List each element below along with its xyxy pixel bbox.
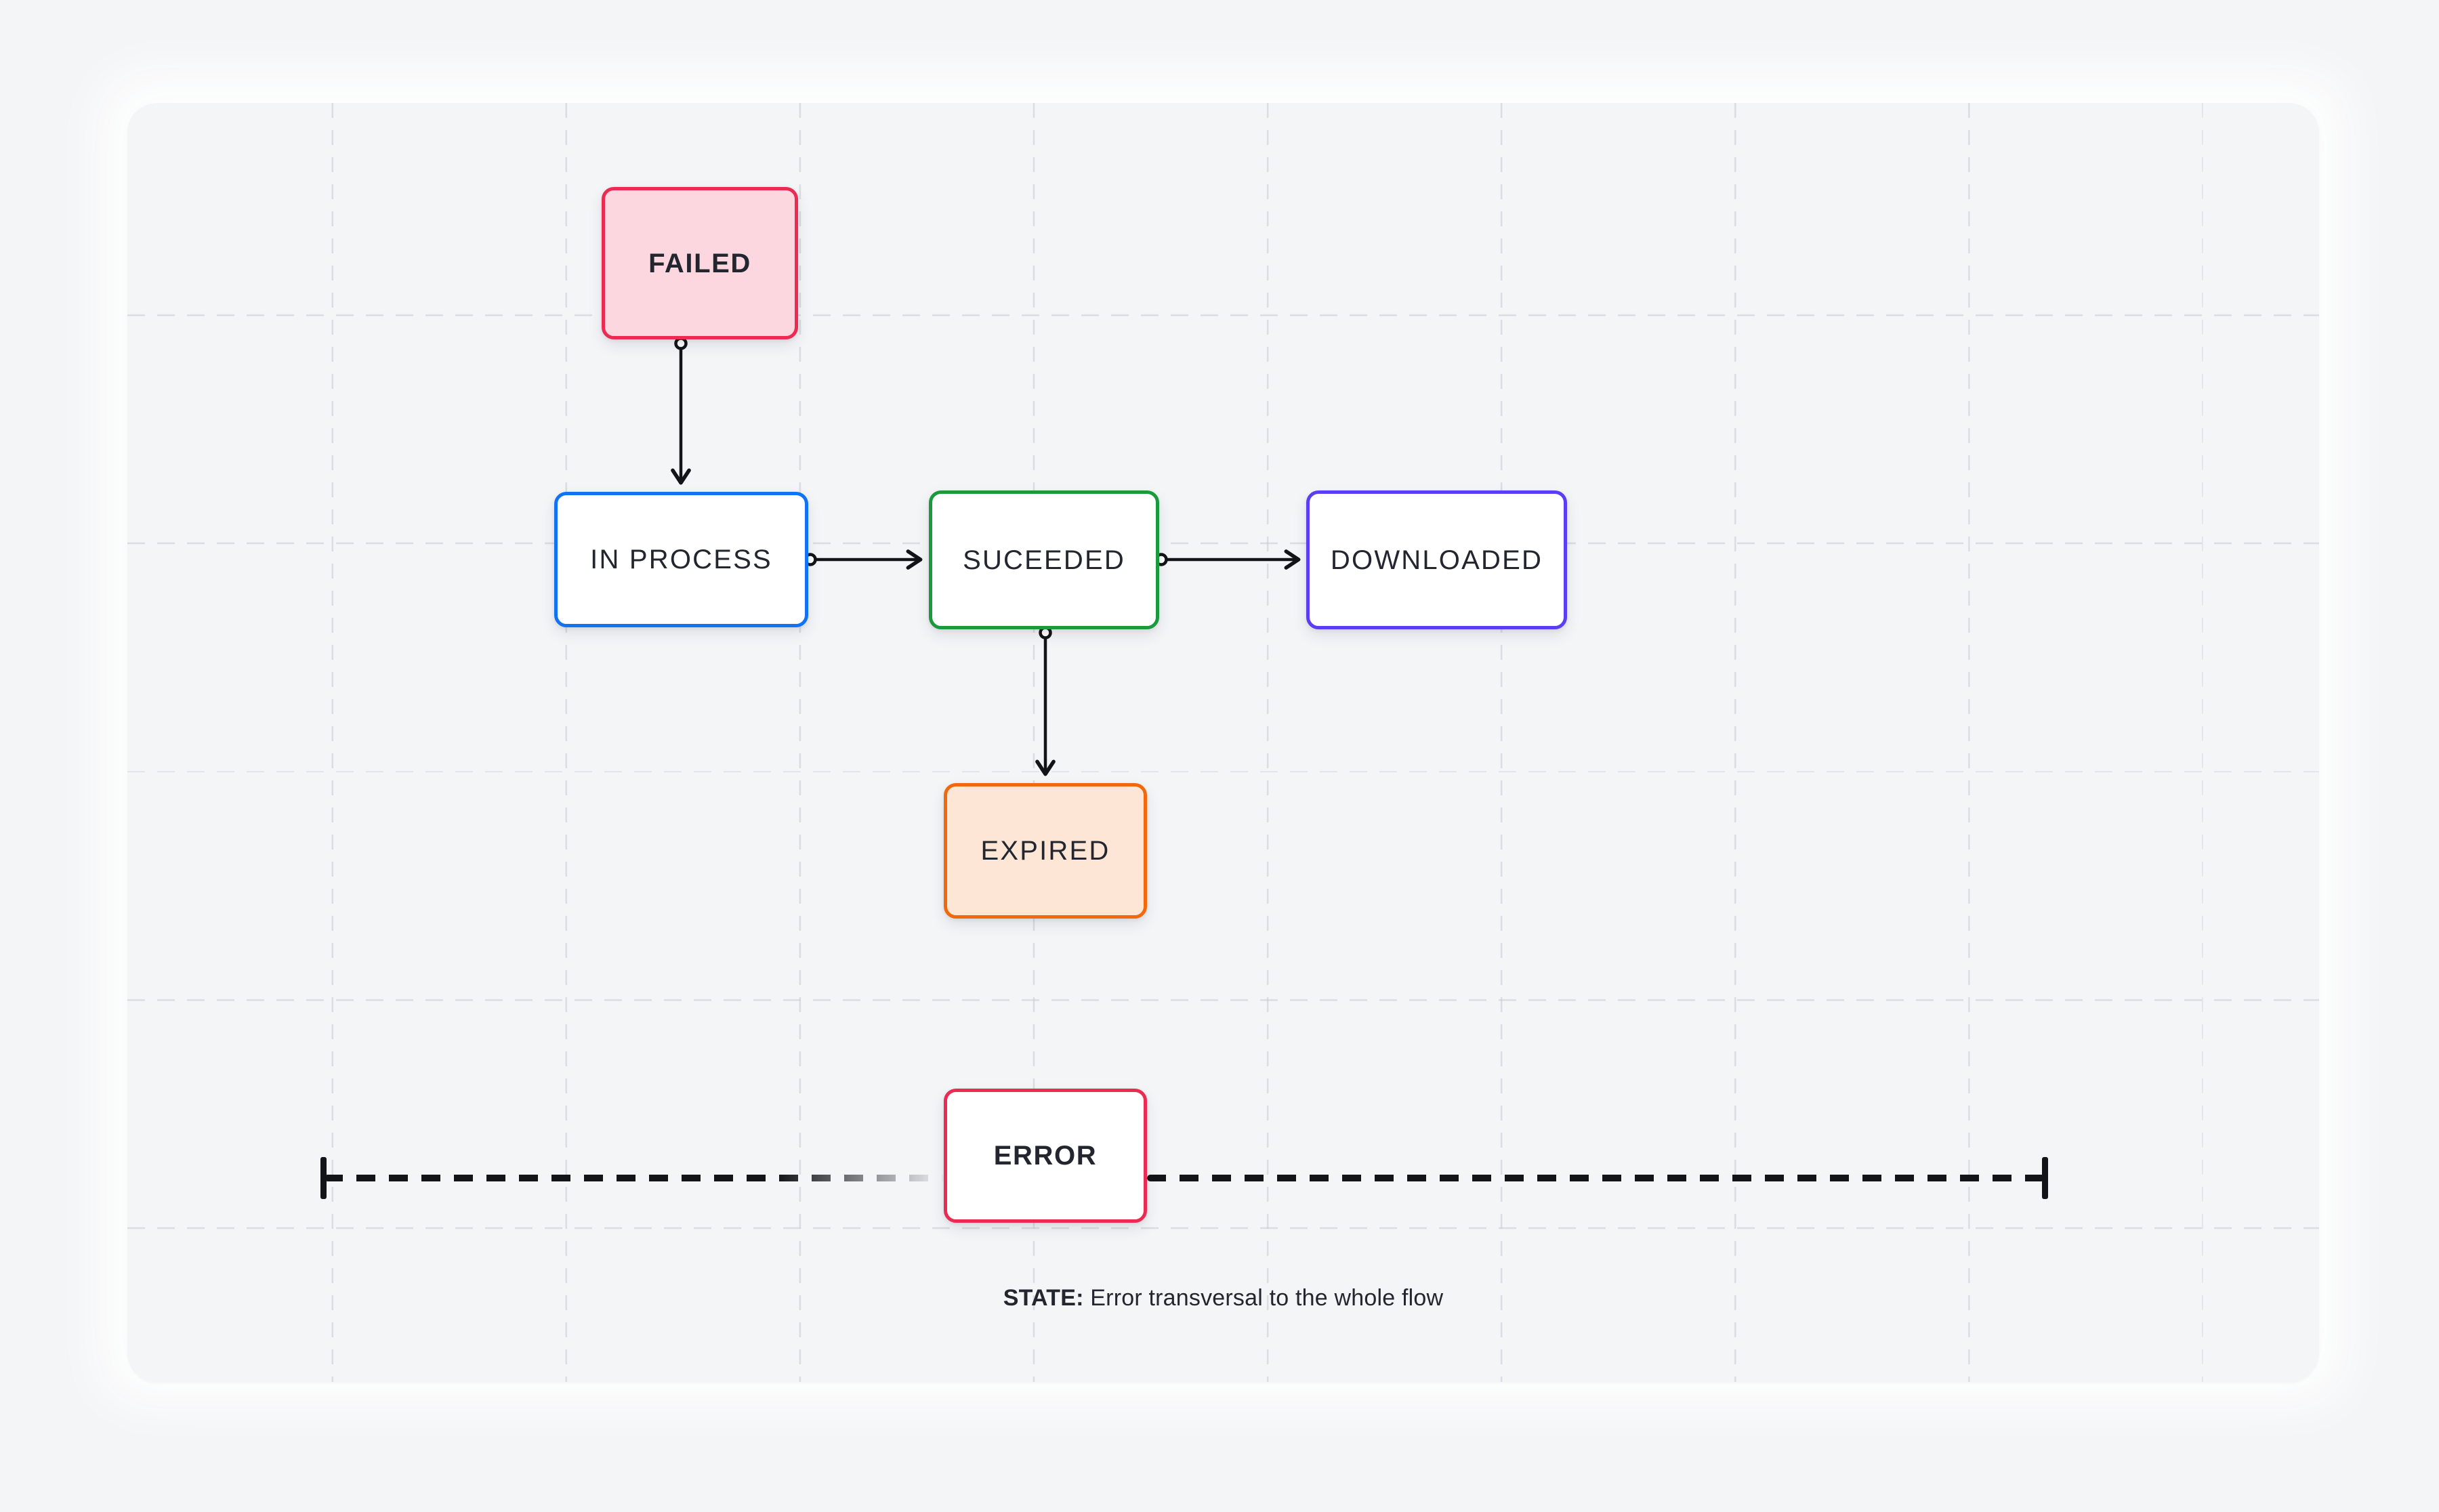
node-error[interactable]: ERROR	[944, 1089, 1147, 1223]
node-in-process[interactable]: IN PROCESS	[554, 492, 808, 627]
caption-prefix: STATE:	[1003, 1285, 1084, 1311]
node-failed[interactable]: FAILED	[602, 187, 798, 339]
node-downloaded[interactable]: DOWNLOADED	[1306, 490, 1567, 629]
edge-in-process-to-suceeded[interactable]	[804, 549, 923, 570]
node-in-process-label: IN PROCESS	[590, 545, 772, 574]
node-suceeded-label: SUCEEDED	[963, 545, 1125, 575]
edge-layer	[671, 337, 1301, 776]
state-flow-diagram: FAILED IN PROCESS SUCEEDED DOWNLOADED EX…	[127, 103, 2319, 1382]
node-expired-label: EXPIRED	[980, 836, 1110, 866]
node-downloaded-label: DOWNLOADED	[1330, 545, 1543, 575]
diagram-canvas[interactable]: FAILED IN PROCESS SUCEEDED DOWNLOADED EX…	[127, 103, 2319, 1382]
edge-failed-to-in-process[interactable]	[671, 337, 691, 485]
edge-suceeded-to-downloaded[interactable]	[1154, 549, 1301, 570]
node-failed-label: FAILED	[648, 248, 751, 278]
node-error-label: ERROR	[993, 1141, 1098, 1171]
node-expired[interactable]: EXPIRED	[944, 783, 1147, 919]
diagram-caption: STATE: Error transversal to the whole fl…	[127, 1285, 2319, 1311]
caption-text: Error transversal to the whole flow	[1090, 1285, 1444, 1311]
node-suceeded[interactable]: SUCEEDED	[929, 490, 1159, 629]
edge-suceeded-to-expired[interactable]	[1035, 626, 1056, 776]
